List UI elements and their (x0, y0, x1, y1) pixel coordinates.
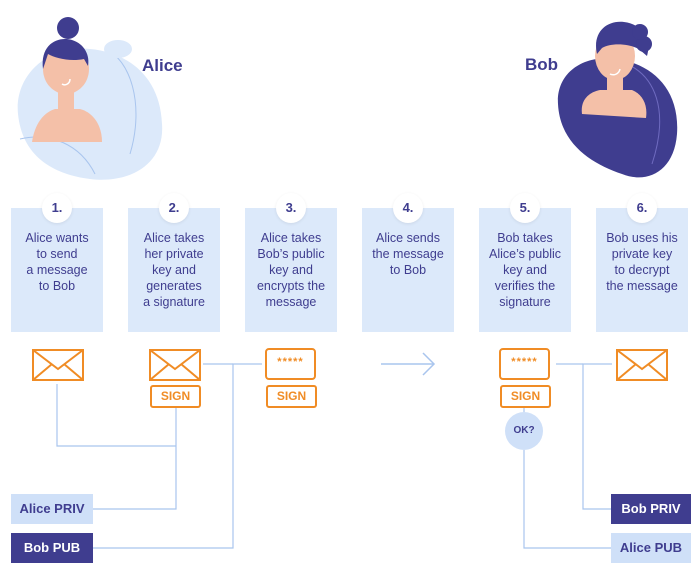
line-bob-pub (92, 363, 262, 549)
alice-public-key: Alice PUB (611, 533, 691, 563)
envelope-icon (616, 349, 668, 381)
line-bob-priv (582, 363, 612, 510)
envelope-icon (32, 349, 84, 381)
step-2-number: 2. (159, 193, 189, 223)
step-6-number: 6. (627, 193, 657, 223)
bob-avatar (557, 21, 678, 178)
signature-badge: SIGN (500, 385, 551, 408)
arrow-right-icon (381, 352, 436, 376)
alice-name: Alice (142, 56, 183, 75)
line-alice-priv (92, 446, 177, 510)
alice-private-key: Alice PRIV (11, 494, 93, 524)
bob-public-key: Bob PUB (11, 533, 93, 563)
envelope-icon (149, 349, 201, 381)
encrypted-message: ***** (265, 348, 316, 380)
step-3-number: 3. (276, 193, 306, 223)
line-msg-to-sign (56, 384, 176, 447)
alice-avatar (17, 17, 163, 180)
signature-badge: SIGN (150, 385, 201, 408)
step-4-number: 4. (393, 193, 423, 223)
bob-name: Bob (525, 55, 559, 74)
encrypted-message: ***** (499, 348, 550, 380)
step-5-number: 5. (510, 193, 540, 223)
bob-private-key: Bob PRIV (611, 494, 691, 524)
line-alice-pub (523, 450, 612, 549)
signature-badge: SIGN (266, 385, 317, 408)
verification-check: OK? (505, 412, 543, 450)
step-1-number: 1. (42, 193, 72, 223)
